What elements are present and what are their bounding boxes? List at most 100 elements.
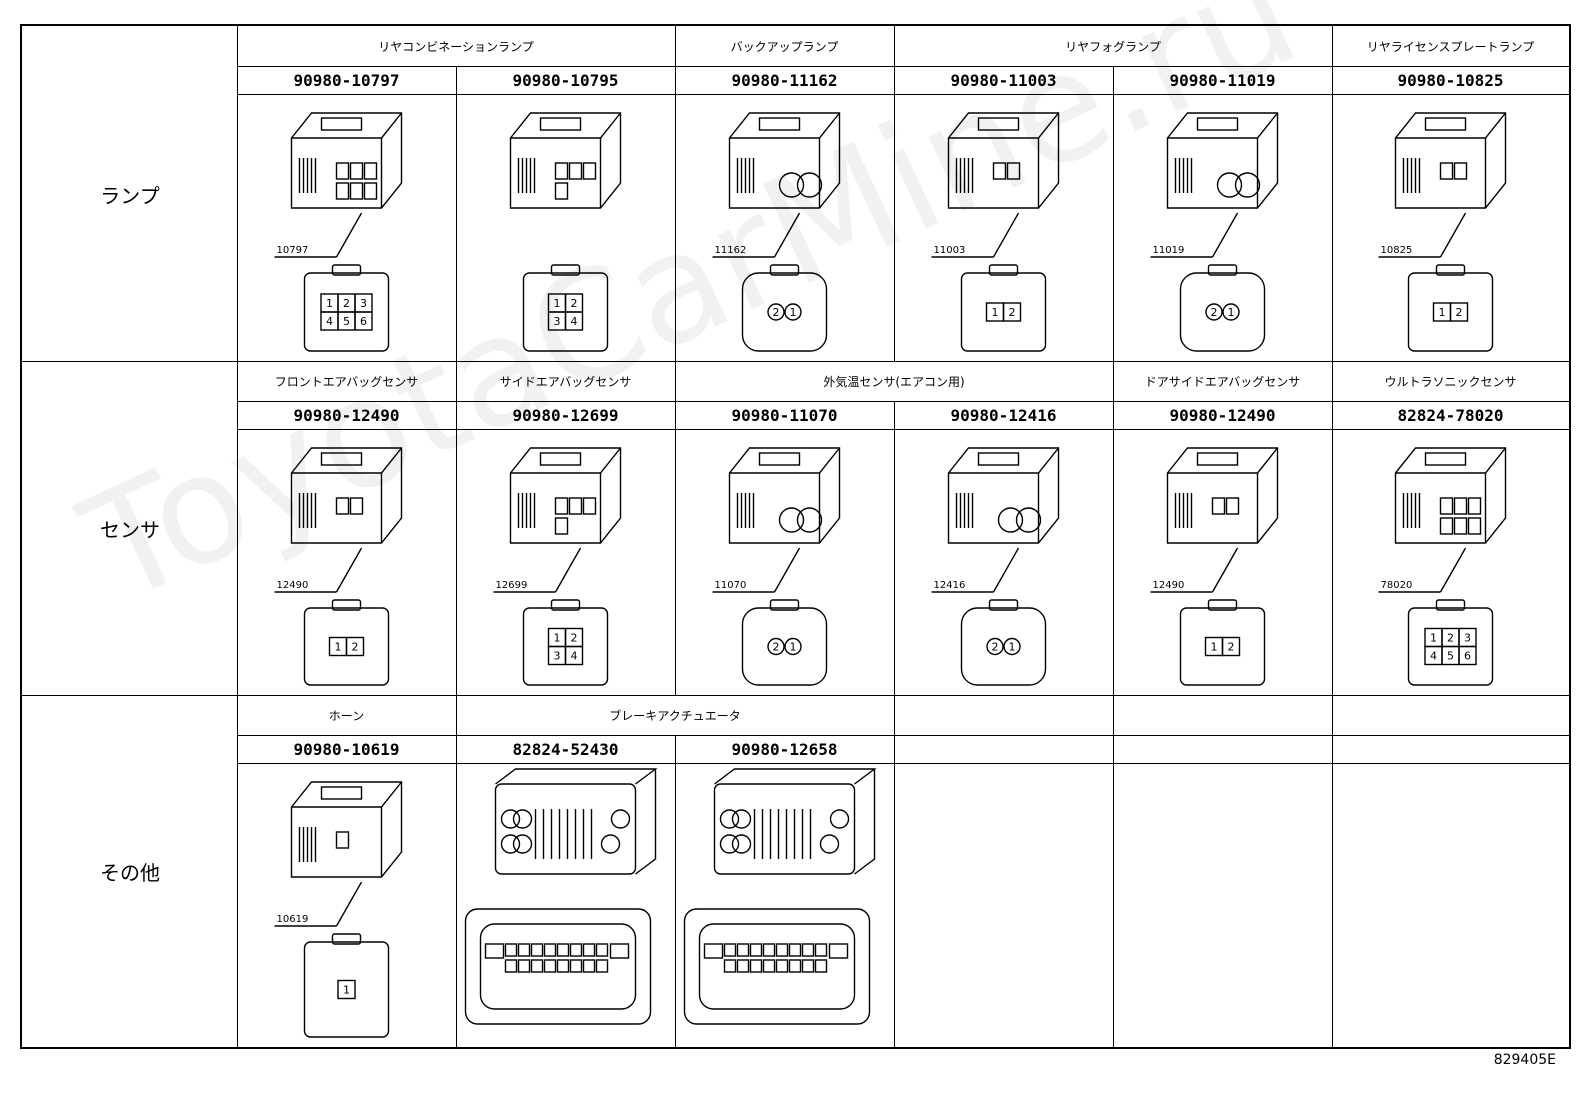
pin-number: 5 (1447, 650, 1454, 663)
pin-number: 3 (360, 297, 367, 310)
part-number: 90980-11003 (950, 71, 1057, 90)
pin-number: 4 (571, 315, 578, 328)
col-divider (456, 401, 457, 695)
pin-number: 3 (554, 315, 561, 328)
header-col-divider (1332, 695, 1333, 735)
col-divider (1332, 401, 1333, 695)
pin-number: 1 (326, 297, 333, 310)
category-divider (237, 26, 238, 1047)
pin-number: 2 (1228, 641, 1235, 654)
part-number: 90980-11162 (731, 71, 838, 90)
pin-number: 1 (554, 297, 561, 310)
header-col-divider (675, 361, 676, 401)
connector-outline (712, 112, 841, 352)
pin-number: 5 (343, 315, 350, 328)
header-col-divider (1332, 26, 1333, 66)
row-divider (22, 695, 1569, 696)
header-col-divider (1113, 361, 1114, 401)
pin-number: 1 (1009, 641, 1016, 654)
pin-number: 2 (571, 297, 578, 310)
connector-tag: 12490 (1153, 580, 1185, 591)
connector-tag: 11162 (715, 245, 747, 256)
header-col-divider (456, 695, 457, 735)
connector-tag: 11003 (934, 245, 966, 256)
col-divider (456, 735, 457, 1047)
section-header: ウルトラソニックセンサ (1384, 375, 1517, 389)
pin-number: 2 (352, 641, 359, 654)
connector-drawing (894, 764, 1113, 1047)
pin-number: 2 (773, 306, 780, 319)
section-header: リヤライセンスプレートランプ (1366, 40, 1535, 54)
figure-code: 829405E (1493, 1052, 1556, 1068)
connector-tag: 10797 (277, 245, 309, 256)
header-divider (237, 66, 1569, 67)
part-number: 82824-78020 (1397, 406, 1504, 425)
part-number: 90980-12490 (1169, 406, 1276, 425)
category-label: ランプ (100, 183, 160, 208)
connector-outline (712, 447, 841, 686)
connector-drawing (1113, 764, 1332, 1047)
part-number: 90980-12416 (950, 406, 1057, 425)
connector-outline (1378, 112, 1507, 352)
col-divider (1113, 66, 1114, 361)
pin-number: 4 (326, 315, 333, 328)
connector-tag: 12490 (277, 580, 309, 591)
pin-number: 1 (1439, 306, 1446, 319)
pin-number: 1 (790, 306, 797, 319)
part-number: 82824-52430 (512, 740, 619, 759)
part-number: 90980-10825 (1397, 71, 1504, 90)
section-header: 外気温センサ(エアコン用) (823, 375, 965, 389)
pin-number: 4 (571, 650, 578, 663)
section-header: バックアップランプ (730, 40, 839, 54)
connector-outline (464, 768, 658, 1025)
pin-number: 1 (1430, 632, 1437, 645)
col-divider (1113, 401, 1114, 695)
section-header: ドアサイドエアバッグセンサ (1144, 375, 1301, 389)
section-header: リヤコンビネーションランプ (378, 40, 534, 54)
part-number: 90980-11019 (1169, 71, 1276, 90)
connector-outline (274, 447, 403, 686)
header-col-divider (675, 26, 676, 66)
section-header: ホーン (328, 709, 365, 723)
header-col-divider (894, 26, 895, 66)
connector-drawing (675, 764, 894, 1047)
header-col-divider (1113, 695, 1114, 735)
col-divider (456, 66, 457, 361)
category-label: センサ (100, 518, 160, 542)
connector-tag: 12699 (496, 580, 528, 591)
pin-number: 2 (1211, 306, 1218, 319)
pin-number: 1 (992, 306, 999, 319)
pin-number: 1 (554, 632, 561, 645)
pin-number: 2 (1447, 632, 1454, 645)
connector-outline (1150, 112, 1279, 352)
pin-number: 2 (1009, 306, 1016, 319)
header-divider (237, 401, 1569, 402)
section-header: リヤフォグランプ (1065, 40, 1161, 54)
connector-outline (1150, 447, 1279, 686)
col-divider (894, 66, 895, 361)
part-number: 90980-12699 (512, 406, 619, 425)
connector-tag: 11019 (1153, 245, 1185, 256)
connector-outline (493, 447, 622, 686)
pin-number: 4 (1430, 650, 1437, 663)
pin-number: 2 (773, 641, 780, 654)
